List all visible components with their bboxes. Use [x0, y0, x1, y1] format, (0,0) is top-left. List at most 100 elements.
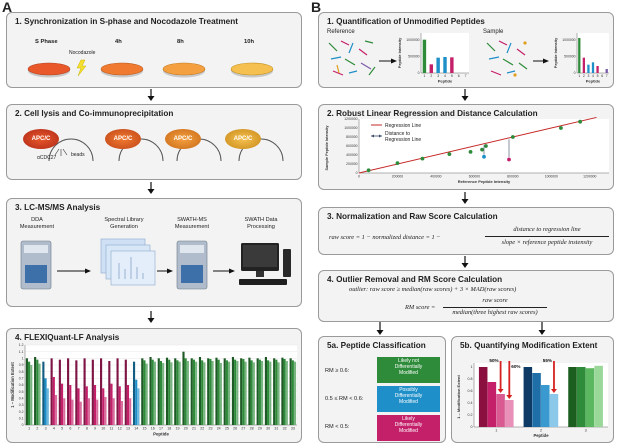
a4-ytick-label: 1.2 — [19, 343, 24, 347]
a4-bar — [258, 359, 261, 425]
a4-bar — [207, 358, 210, 425]
b4-outlier-formula: outlier: raw score ≥ median(raw scores) … — [349, 286, 517, 293]
b1-reference-label: Reference — [327, 29, 355, 35]
a4-xtick-label: 27 — [241, 427, 245, 431]
a4-bar — [242, 359, 245, 425]
b1-sample-bar — [578, 38, 581, 73]
panel-a3-lcms: 3. LC-MS/MS Analysis DDA Measurement Spe… — [6, 198, 302, 307]
b5b-bar — [549, 394, 559, 427]
b5b-bar — [541, 385, 550, 427]
spectral-library-icon — [100, 238, 156, 286]
b2-ytick-label: 1200000 — [344, 117, 357, 121]
apc-complex-1: APC/C — [23, 129, 59, 149]
a4-ytick-label: 0.9 — [19, 363, 24, 367]
b2-legend-arrowhead-left — [371, 134, 374, 138]
a4-ytick-label: 0.5 — [19, 390, 24, 394]
panel-b5a-classification: 5a. Peptide Classification RM ≥ 0.6: 0.5… — [318, 336, 446, 443]
a1-title: 1. Synchronization in S-phase and Nocoda… — [15, 17, 238, 26]
b2-xtick-label: 200000 — [392, 175, 403, 179]
b5b-annotation-label: 60% — [511, 364, 520, 369]
a1-drawing — [27, 59, 274, 78]
a4-bar — [145, 363, 148, 425]
a4-bar — [291, 360, 294, 425]
a4-bar — [293, 361, 297, 425]
b1-reference-ytick-label: 0 — [418, 71, 420, 75]
b1-reference-bar — [422, 39, 427, 73]
a3-step-swath: SWATH-MS Measurement — [174, 217, 210, 230]
apc-complex-4: APC/C — [225, 129, 261, 149]
dish-8h — [162, 62, 206, 78]
b2-xtick-label: 600000 — [469, 175, 480, 179]
b3-title: 3. Normalization and Raw Score Calculati… — [327, 212, 498, 221]
a4-bar — [46, 388, 49, 425]
a4-ytick-label: 0.7 — [19, 377, 24, 381]
a4-bar — [203, 362, 206, 425]
b5b-bar — [496, 394, 505, 427]
b3-fraction-bar — [485, 236, 609, 237]
a4-bar — [219, 363, 222, 425]
b1-sample-xtick-label: 7 — [606, 74, 608, 78]
a4-bar — [198, 357, 202, 425]
a4-ytick-label: 0.8 — [19, 370, 24, 374]
a4-xtick-label: 28 — [250, 427, 254, 431]
class-likely-not-modified: Likely not Differentially Modified — [377, 357, 440, 383]
arrow-b1-b2 — [461, 89, 469, 101]
b2-data-point — [559, 126, 563, 130]
a4-bar — [116, 358, 119, 425]
arrow-b3-b4 — [461, 256, 469, 268]
a4-bar — [132, 361, 136, 425]
b1-title: 1. Quantification of Unmodified Peptides — [327, 17, 485, 26]
b5b-bar — [505, 400, 514, 427]
panel-b1-quantification: 1. Quantification of Unmodified Peptides… — [318, 12, 614, 88]
a4-xtick-label: 3 — [45, 427, 47, 431]
a4-bar — [248, 357, 251, 425]
a4-bar — [67, 358, 70, 425]
b5a-rule-2: 0.5 ≤ RM < 0.6: — [325, 396, 364, 402]
b1-reference-xtick-label: 1 — [423, 74, 425, 78]
b2-ytick-label: 800000 — [346, 135, 357, 139]
b1-reference-ytick-label: 1000000 — [406, 38, 419, 42]
a4-bar — [141, 358, 144, 425]
a4-xtick-label: 21 — [192, 427, 196, 431]
a3-title: 3. LC-MS/MS Analysis — [15, 203, 101, 212]
b1-sample-bar — [582, 57, 585, 73]
b1-reference-bar — [443, 57, 447, 73]
a4-x-axis-label: Peptide — [153, 432, 169, 437]
a1-label-4h: 4h — [115, 39, 122, 45]
a4-xtick-label: 7 — [78, 427, 80, 431]
b2-data-point — [510, 135, 515, 139]
a4-ytick-label: 0.1 — [19, 417, 24, 421]
apc-complex-3: APC/C — [165, 129, 201, 149]
b3-formula-denominator: slope × reference peptide instensity — [501, 239, 593, 246]
a4-bar — [135, 379, 138, 425]
a4-bar — [118, 386, 121, 425]
a4-bar — [269, 361, 272, 425]
b5b-annotation-label: 50% — [489, 358, 498, 363]
a4-bar — [244, 361, 247, 425]
a4-xtick-label: 12 — [118, 427, 122, 431]
b2-ytick-label: 600000 — [346, 144, 357, 148]
a4-bar — [285, 361, 288, 425]
arrows-b4-b5 — [376, 322, 546, 335]
b1-sample-y-axis-label: Peptide Intensity — [554, 37, 558, 68]
a4-bar — [275, 359, 278, 425]
b1-sample-label: Sample — [483, 29, 504, 35]
a4-ytick-label: 0 — [22, 423, 24, 427]
b1-reference-bar — [450, 57, 454, 73]
a4-y-axis-label: 1 – Modification Extent — [10, 362, 15, 408]
b2-xtick-label: 400000 — [430, 175, 441, 179]
b5b-ytick-label: 0.8 — [468, 377, 473, 381]
a4-bar — [178, 361, 181, 425]
b1-reference-xtick-label: 5 — [451, 74, 453, 78]
b2-x-axis-label: Reference Peptide Intensity — [458, 179, 511, 184]
b5b-annotation-arrowhead — [506, 395, 513, 399]
a4-bar — [267, 360, 270, 425]
b1-sample-bar — [605, 69, 608, 73]
b2-data-point — [468, 149, 473, 154]
b5b-bar — [523, 367, 533, 427]
a4-bar — [151, 359, 154, 425]
a4-bar — [50, 358, 53, 425]
dish-4h — [100, 62, 144, 78]
